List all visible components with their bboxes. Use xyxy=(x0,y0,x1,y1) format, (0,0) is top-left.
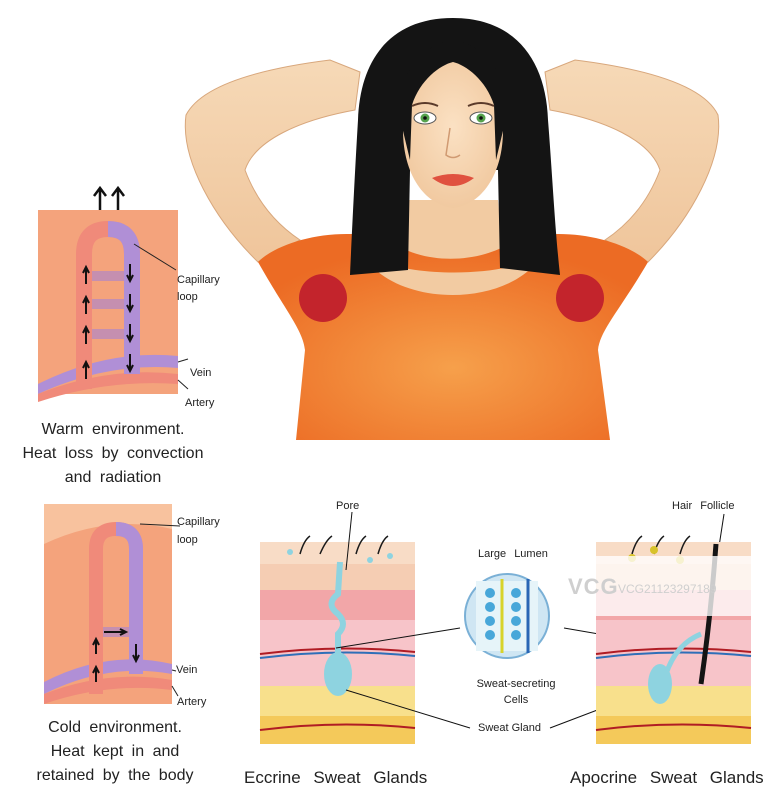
hair-fringe xyxy=(398,40,508,160)
title-eccrine: Eccrine Sweat Glands xyxy=(244,768,428,787)
sweat-duct xyxy=(328,561,346,654)
shirt xyxy=(258,233,648,440)
label-sweat-secreting-cells: Sweat-secreting Cells xyxy=(476,678,556,706)
lips xyxy=(432,174,474,186)
label-artery-warm: Artery xyxy=(185,397,215,409)
lumen-detail-diagram xyxy=(464,573,550,659)
caption-cold: Cold environment. Heat kept in and retai… xyxy=(36,719,194,784)
right-arm xyxy=(544,59,720,263)
capillary-warm-diagram xyxy=(38,185,189,402)
sweat-stain-right xyxy=(556,274,604,322)
face xyxy=(403,60,503,208)
label-large-lumen: Large Lumen xyxy=(478,548,548,560)
title-apocrine: Apocrine Sweat Glands xyxy=(570,768,764,787)
label-capillary-loop-cold: Capillary loop xyxy=(177,516,220,546)
left-arm xyxy=(184,59,361,263)
sweat-stain-left xyxy=(299,274,347,322)
label-sweat-gland: Sweat Gland xyxy=(478,722,541,734)
watermark-id: VCG21123297189 xyxy=(618,582,717,596)
label-capillary-loop-warm: Capillary loop xyxy=(177,274,220,303)
eccrine-skin-diagram xyxy=(259,535,416,744)
label-vein-cold: Vein xyxy=(176,664,198,676)
label-pore: Pore xyxy=(336,500,360,512)
label-artery-cold: Artery xyxy=(177,696,207,708)
label-vein-warm: Vein xyxy=(190,367,212,379)
label-hair-follicle: Hair Follicle xyxy=(672,500,735,512)
watermark-brand: VCG xyxy=(568,574,619,599)
neck xyxy=(400,200,505,265)
capillary-cold-diagram xyxy=(44,504,181,704)
sweat-gland-coil xyxy=(324,652,352,696)
neckline xyxy=(360,250,545,295)
watermark: VCG VCG21123297189 xyxy=(558,556,770,616)
caption-warm: Warm environment. Heat loss by convectio… xyxy=(22,421,204,486)
